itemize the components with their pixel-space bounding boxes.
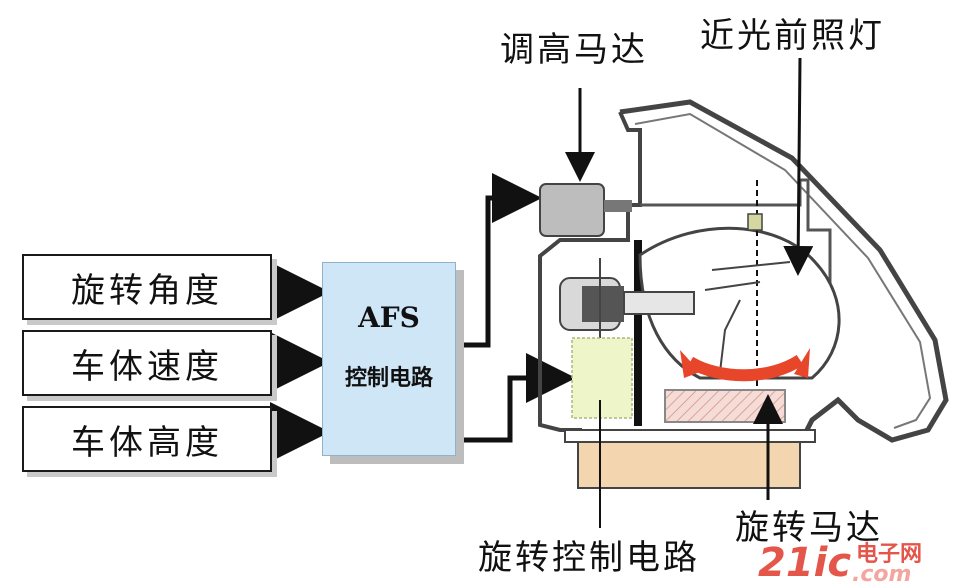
- watermark-logo: 21ic: [758, 540, 852, 586]
- bulb: [623, 291, 695, 315]
- input-vehicle-speed-label: 车体速度: [71, 346, 223, 387]
- housing-back-wall: [538, 111, 642, 445]
- mount-plate: [634, 240, 642, 426]
- label-swivel-motor: 旋转马达: [735, 508, 883, 548]
- afs-controller: AFS 控制电路: [322, 262, 456, 456]
- input-vehicle-speed: 车体速度: [22, 330, 272, 396]
- input-vehicle-height-label: 车体高度: [71, 422, 223, 463]
- leveling-motor: [539, 183, 605, 237]
- rotation-arrow: [686, 354, 804, 382]
- input-rotation-angle: 旋转角度: [22, 254, 272, 320]
- housing-shell: [619, 99, 949, 443]
- swivel-control-circuit: [571, 337, 633, 419]
- afs-subtitle: 控制电路: [344, 365, 433, 391]
- input-vehicle-height: 车体高度: [22, 406, 272, 472]
- afs-title: AFS: [358, 301, 420, 334]
- label-leveling-motor: 调高马达: [500, 30, 648, 70]
- arrow-afs-to-leveling-motor: [458, 173, 542, 348]
- housing-inner-shell: [634, 112, 932, 429]
- watermark-domain: .com: [852, 562, 912, 587]
- input-rotation-angle-label: 旋转角度: [71, 270, 223, 311]
- label-swivel-circuit: 旋转控制电路: [478, 538, 700, 578]
- watermark-cn: 电子网: [856, 542, 923, 567]
- label-low-beam: 近光前照灯: [700, 16, 885, 56]
- arrow-afs-to-swivel-circuit: [458, 353, 576, 443]
- callout-arrow-low-beam: [783, 57, 814, 276]
